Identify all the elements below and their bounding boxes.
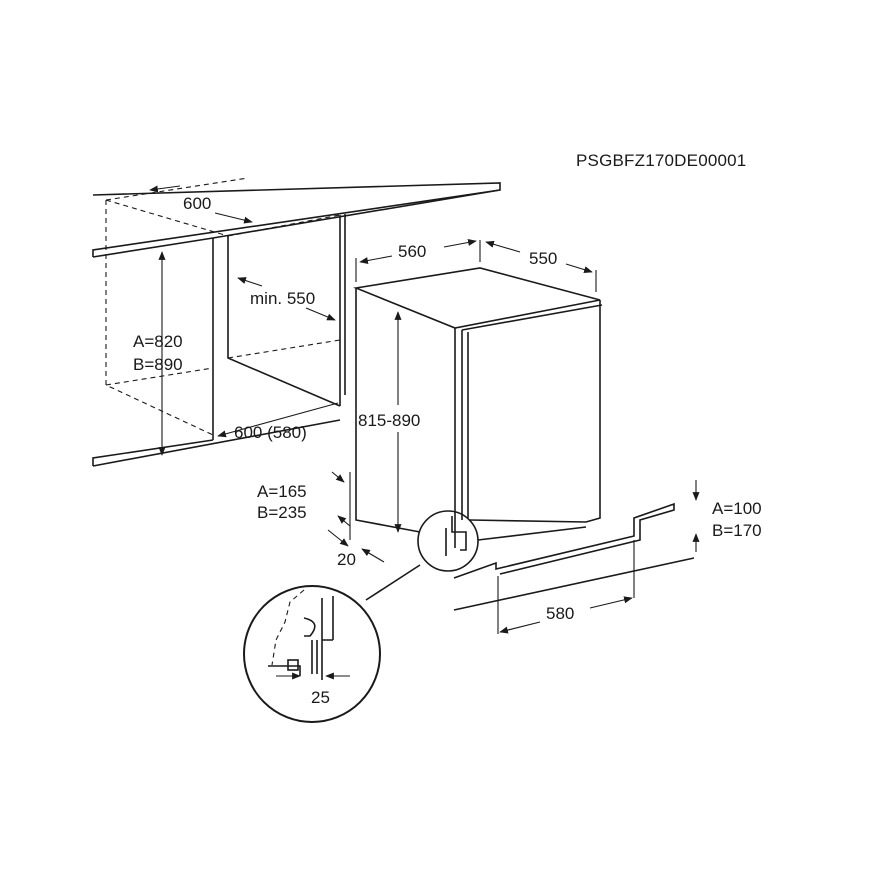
niche-dimension-lines: [149, 185, 339, 456]
niche-height-label-a: A=820: [133, 332, 183, 351]
niche-min-depth-label: min. 550: [250, 289, 315, 308]
appliance-height-label: 815-890: [358, 411, 420, 430]
plinth-left-dimension-lines: [327, 471, 385, 563]
model-code: PSGBFZ170DE00001: [576, 151, 746, 170]
plinth-left-height-label-a: A=165: [257, 482, 307, 501]
plinth-depth-label: 580: [546, 604, 574, 623]
plinth-offset-label: 20: [337, 550, 356, 569]
appliance-depth-label: 550: [529, 249, 557, 268]
plinth-right-height-label-a: A=100: [712, 499, 762, 518]
plinth-right-height-label-b: B=170: [712, 521, 762, 540]
appliance-body: [353, 267, 603, 548]
plinth-right-dimension-lines: [497, 480, 700, 634]
niche-height-label-b: B=890: [133, 355, 183, 374]
plinth-board: [453, 502, 695, 611]
appliance-width-label: 560: [398, 242, 426, 261]
appliance-dimension-lines: [355, 238, 597, 533]
detail-gap-label: 25: [311, 688, 330, 707]
niche-depth-label: 600 (580): [234, 423, 307, 442]
plinth-left-height-label-b: B=235: [257, 503, 307, 522]
detail-callout: [243, 510, 479, 723]
niche-width-label: 600: [183, 194, 211, 213]
